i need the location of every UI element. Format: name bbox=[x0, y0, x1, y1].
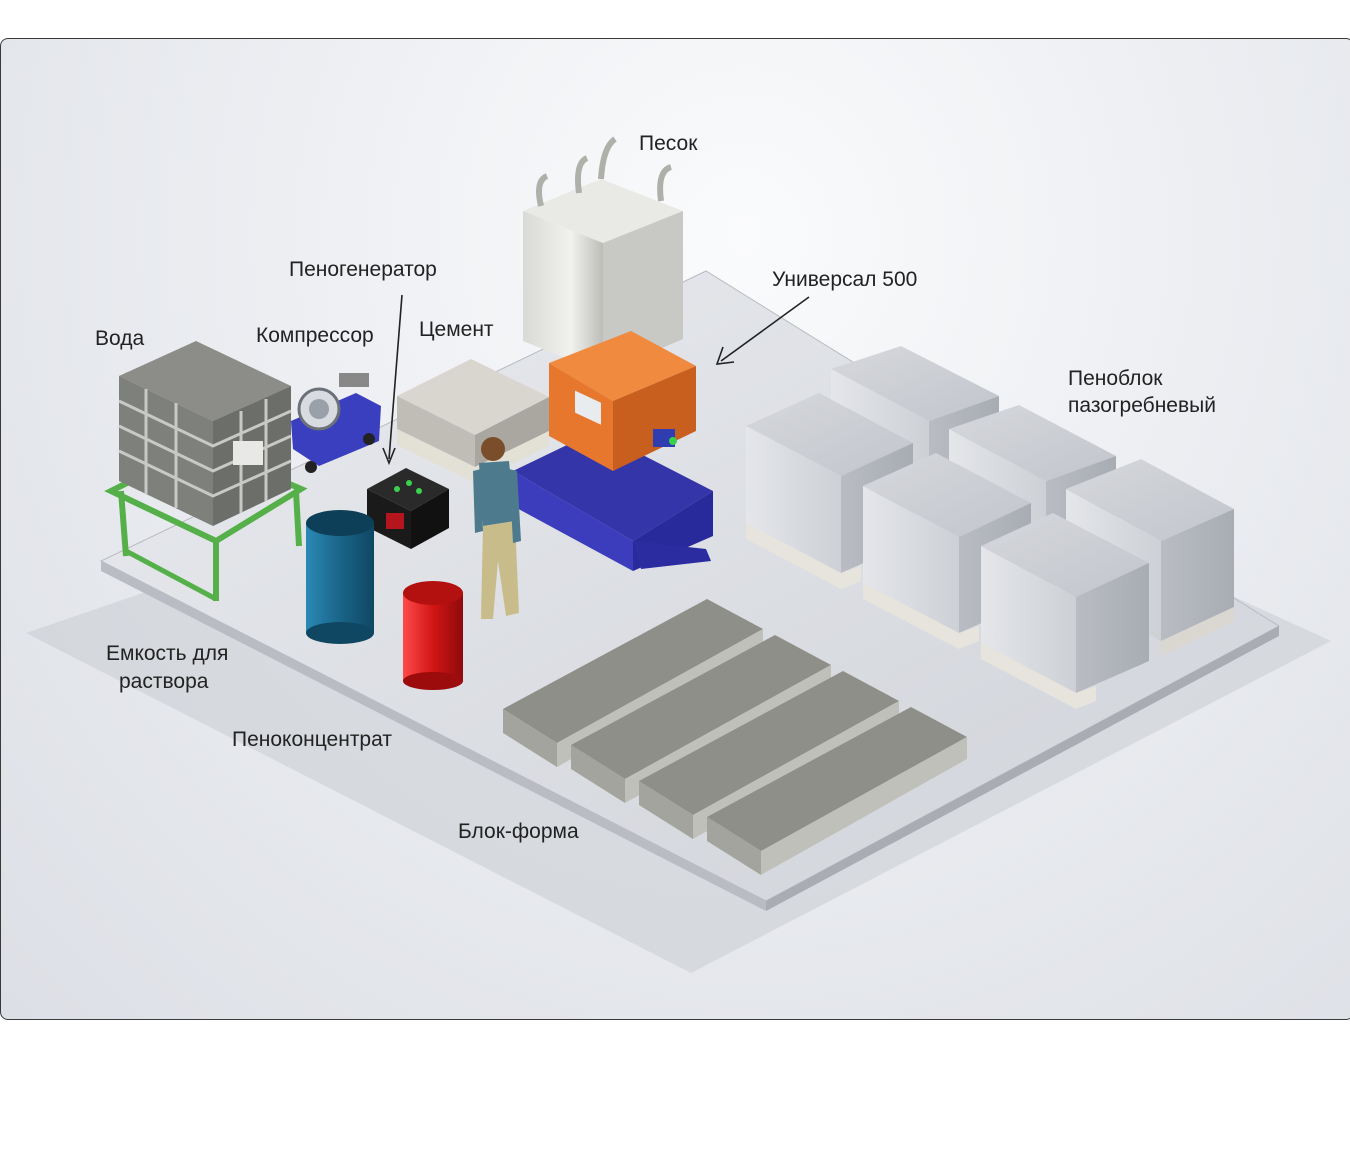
label-penoblok-line2: пазогребневый bbox=[1068, 394, 1216, 417]
mixer-universal-500 bbox=[513, 331, 713, 571]
label-cement: Цемент bbox=[419, 318, 494, 341]
block-molds bbox=[503, 599, 967, 875]
label-universal-500: Универсал 500 bbox=[772, 268, 918, 291]
label-emkost-line1: Емкость для bbox=[106, 642, 229, 665]
water-tank-ibc bbox=[104, 341, 308, 602]
universal-pointer bbox=[720, 296, 810, 362]
label-pesok: Песок bbox=[639, 132, 698, 155]
label-blok-forma: Блок-форма bbox=[458, 820, 579, 843]
foam-generator bbox=[367, 468, 449, 549]
floor-platform-edge-left bbox=[101, 561, 766, 911]
sand-bag bbox=[523, 136, 683, 373]
label-kompressor: Компрессор bbox=[256, 324, 374, 347]
label-penoblok-line1: Пеноблок bbox=[1068, 367, 1163, 390]
compressor bbox=[291, 373, 381, 473]
floor-platform-edge-right bbox=[766, 626, 1279, 911]
label-penokoncentrat: Пеноконцентрат bbox=[232, 728, 392, 751]
solution-barrel-blue bbox=[306, 510, 374, 644]
universal-arrowhead bbox=[715, 346, 735, 365]
penogenerator-arrowhead bbox=[382, 447, 396, 466]
label-emkost-line2: раствора bbox=[119, 670, 209, 693]
plant-scene bbox=[26, 136, 1331, 973]
diagram-frame bbox=[0, 38, 1350, 1020]
person-figure bbox=[473, 437, 521, 619]
label-voda: Вода bbox=[95, 327, 145, 350]
penogenerator-pointer bbox=[388, 294, 403, 460]
label-penogenerator: Пеногенератор bbox=[289, 258, 437, 281]
foam-block-stacks bbox=[746, 346, 1234, 709]
foam-concentrate-barrel-red bbox=[403, 581, 463, 690]
